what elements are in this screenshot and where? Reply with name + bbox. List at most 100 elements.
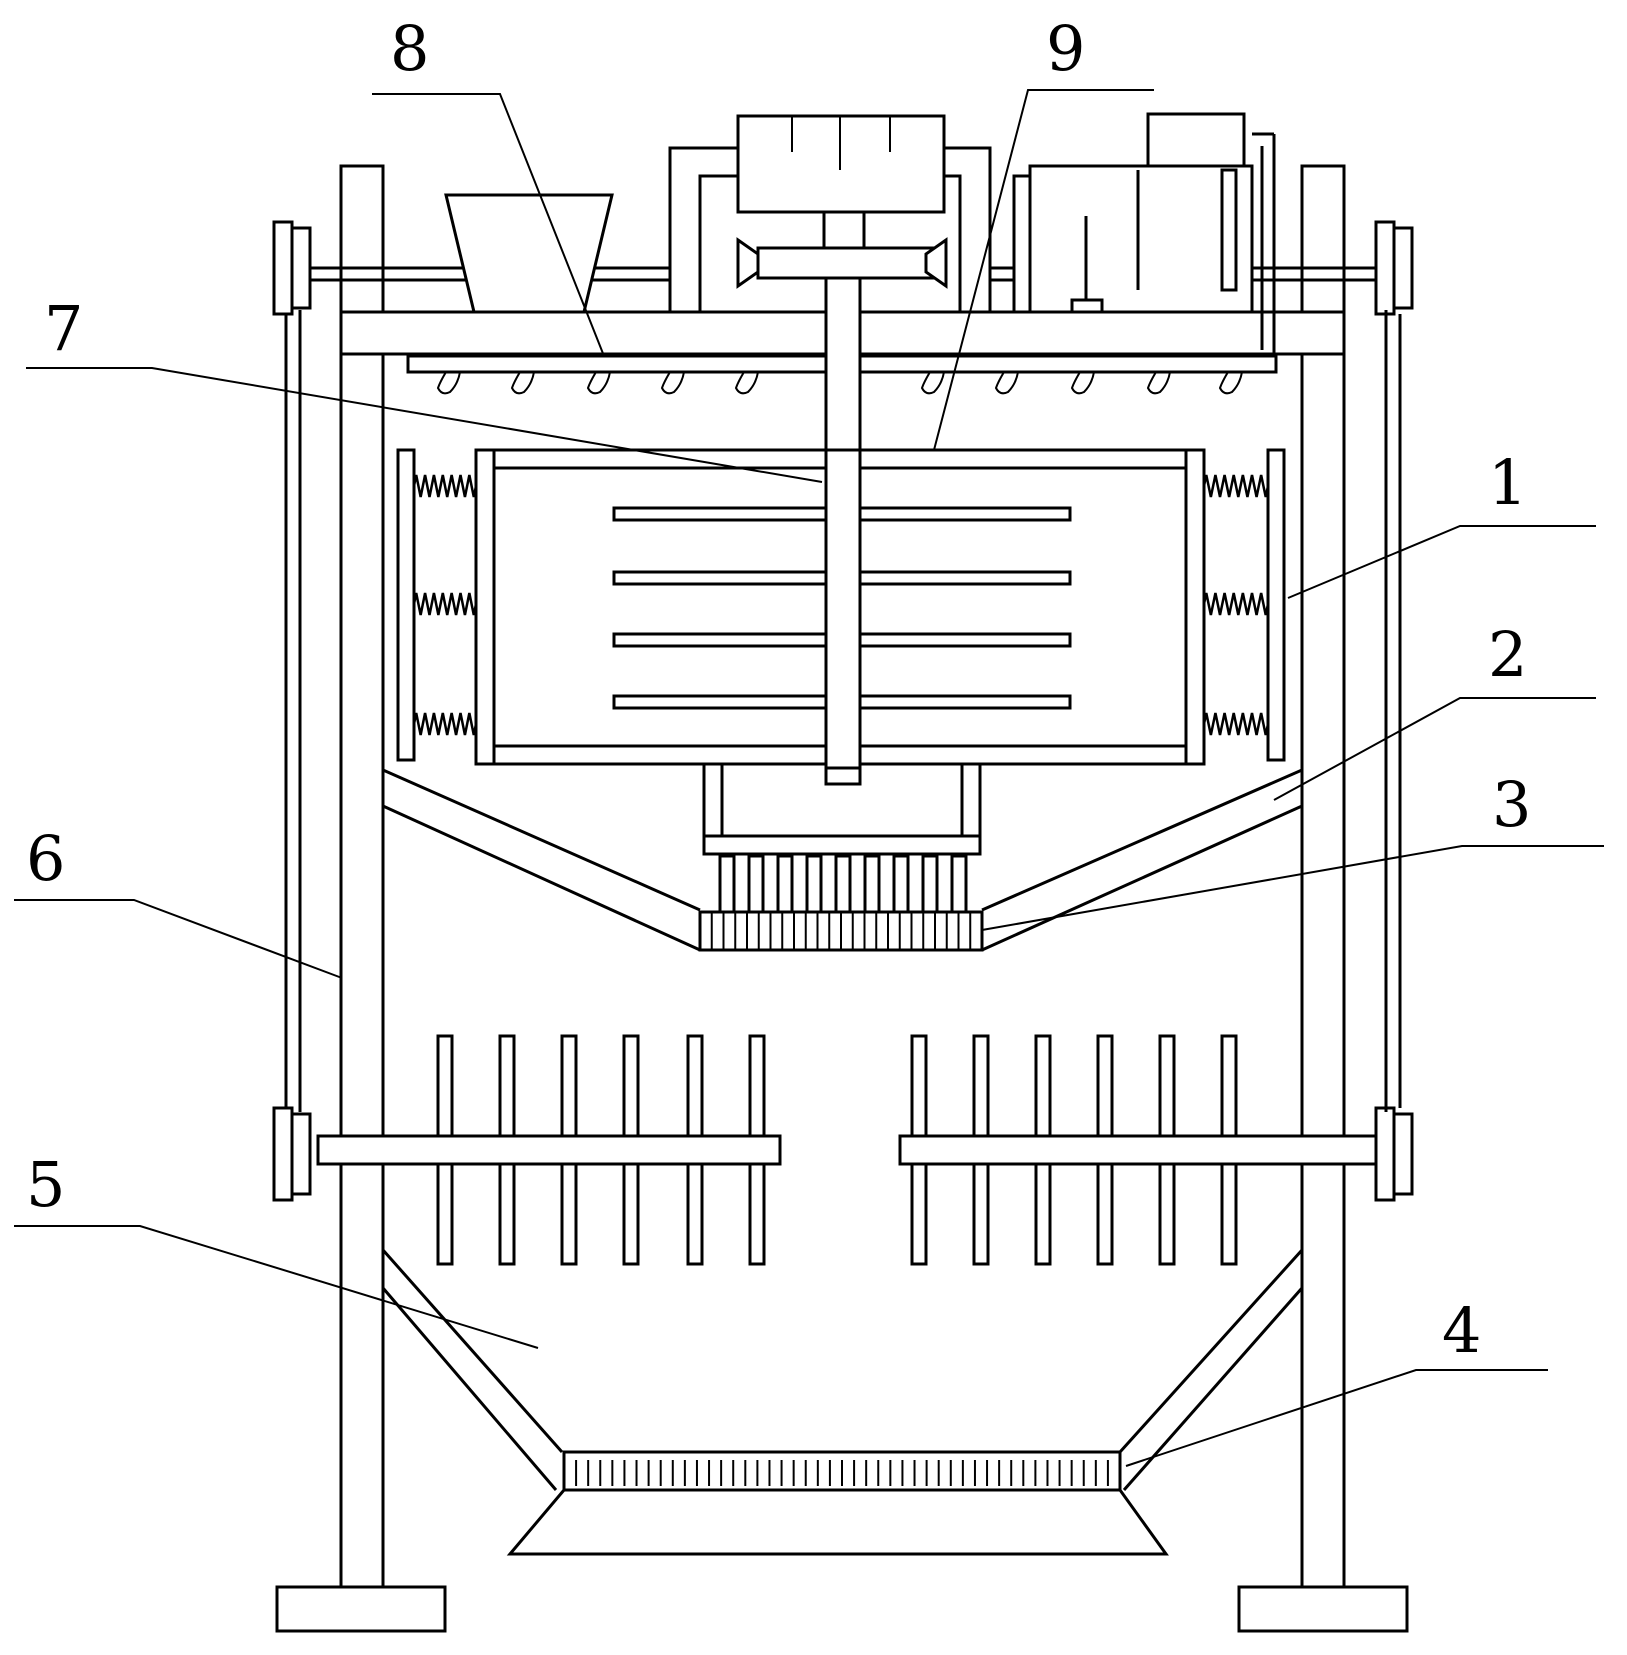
right-upper-pulley-rim-b <box>1392 226 1414 310</box>
leader-line-8 <box>372 93 605 357</box>
discharge-tube-9 <box>950 854 968 914</box>
callout-6: 6 <box>26 822 65 895</box>
right-upper-tooth-2 <box>972 1034 990 1138</box>
bottom-funnel-left-a <box>381 1249 564 1453</box>
discharge-tube-5 <box>834 854 852 914</box>
right-roller-shaft <box>898 1134 1378 1166</box>
discharge-frame <box>702 762 982 856</box>
upper-funnel-right-b <box>981 804 1303 952</box>
upper-funnel-left-b <box>382 804 701 952</box>
upper-funnel-right-a <box>981 768 1303 912</box>
feed-hopper <box>444 193 614 314</box>
left-leg <box>339 310 385 1589</box>
right-lower-pulley-rim-a <box>1374 1106 1396 1202</box>
leader-line-5 <box>14 1225 539 1349</box>
right-lower-tooth-3 <box>1034 1162 1052 1266</box>
spray-nozzle-4 <box>660 371 685 395</box>
right-lower-pulley-rim-b <box>1392 1112 1414 1196</box>
spray-nozzle-8 <box>1070 371 1095 395</box>
bottom-funnel-right-b <box>1122 1287 1304 1491</box>
upper-funnel-left-a <box>382 768 701 912</box>
bottom-funnel-left-b <box>381 1287 558 1491</box>
callout-9: 9 <box>1046 12 1085 85</box>
tank-gauge <box>1220 168 1238 292</box>
pump-head <box>1146 112 1246 172</box>
discharge-tube-6 <box>863 854 881 914</box>
spray-nozzle-7 <box>994 371 1019 395</box>
right-lower-tooth-1 <box>910 1162 928 1266</box>
left-foot <box>275 1585 447 1633</box>
right-roller-teeth <box>910 1034 1238 1266</box>
left-lower-tooth-5 <box>686 1162 704 1266</box>
right-vibration-plate <box>1266 448 1286 762</box>
right-upper-tooth-6 <box>1220 1034 1238 1138</box>
discharge-tube-3 <box>776 854 794 914</box>
spray-nozzle-3 <box>586 371 611 395</box>
spray-nozzle-9 <box>1146 371 1171 395</box>
left-spring-1 <box>412 474 478 498</box>
drum-shaft-front <box>824 448 862 770</box>
callout-5: 5 <box>26 1148 65 1221</box>
upper-funnel <box>382 768 1303 952</box>
water-tank-assembly <box>1012 112 1276 356</box>
leader-line-6 <box>14 899 343 979</box>
right-upper-tooth-3 <box>1034 1034 1052 1138</box>
discharge-tube-1 <box>718 854 736 914</box>
drum-right-wall <box>1184 448 1206 766</box>
left-lower-pulley-rim-a <box>272 1106 294 1202</box>
leader-lines <box>14 89 1604 1467</box>
right-upper-pulley-rim-a <box>1374 220 1396 316</box>
discharge-tubes <box>718 854 968 914</box>
left-spring-2 <box>412 592 478 616</box>
callout-2: 2 <box>1488 618 1527 691</box>
spray-nozzle-6 <box>920 371 945 395</box>
right-bevel-gear <box>924 237 948 289</box>
discharge-crossbar <box>702 834 982 856</box>
left-upper-tooth-2 <box>498 1034 516 1138</box>
bevel-gear-housing <box>756 246 938 280</box>
left-upper-pulley-rim-b <box>290 226 312 310</box>
leader-line-9 <box>933 89 1154 451</box>
leader-line-3 <box>981 845 1604 931</box>
motor-coupling <box>822 210 866 250</box>
right-lower-tooth-4 <box>1096 1162 1114 1266</box>
left-spring-3 <box>412 712 478 736</box>
left-lower-tooth-1 <box>436 1162 454 1266</box>
right-upper-tooth-1 <box>910 1034 928 1138</box>
left-lower-tooth-2 <box>498 1162 516 1266</box>
right-upper-tooth-4 <box>1096 1034 1114 1138</box>
leader-line-2 <box>1273 697 1596 801</box>
left-upper-tooth-1 <box>436 1034 454 1138</box>
right-lower-tooth-6 <box>1220 1162 1238 1266</box>
left-bevel-gear <box>736 237 760 289</box>
spray-nozzle-5 <box>734 371 759 395</box>
drum-left-wall <box>474 448 496 766</box>
spray-nozzle-1 <box>436 371 461 395</box>
spray-nozzle-2 <box>510 371 535 395</box>
left-lower-tooth-3 <box>560 1162 578 1266</box>
callout-labels: 1 2 3 4 5 6 7 8 9 <box>26 12 1531 1367</box>
discharge-tray <box>506 1488 1169 1556</box>
left-vibration-plate <box>396 448 416 762</box>
callout-7: 7 <box>44 292 83 365</box>
tank-side-pipe <box>1012 174 1032 314</box>
discharge-tube-2 <box>747 854 765 914</box>
discharge-tube-4 <box>805 854 823 914</box>
bottom-funnel <box>381 1248 1304 1491</box>
bottom-screen <box>562 1450 1122 1492</box>
right-spring-1 <box>1202 474 1270 498</box>
left-lower-tooth-6 <box>748 1162 766 1266</box>
left-upper-tooth-5 <box>686 1034 704 1138</box>
mixing-drum <box>474 448 1206 770</box>
left-roller-shaft <box>316 1134 782 1166</box>
bottom-funnel-right-a <box>1118 1248 1304 1454</box>
leader-line-7 <box>26 367 823 483</box>
right-spring-2 <box>1202 592 1270 616</box>
left-lower-pulley-rim-b <box>290 1112 312 1196</box>
left-upper-tooth-6 <box>748 1034 766 1138</box>
spray-nozzle-10 <box>1218 371 1243 395</box>
left-upper-pulley-rim-a <box>272 220 294 316</box>
right-lower-tooth-2 <box>972 1162 990 1266</box>
left-upper-tooth-4 <box>622 1034 640 1138</box>
